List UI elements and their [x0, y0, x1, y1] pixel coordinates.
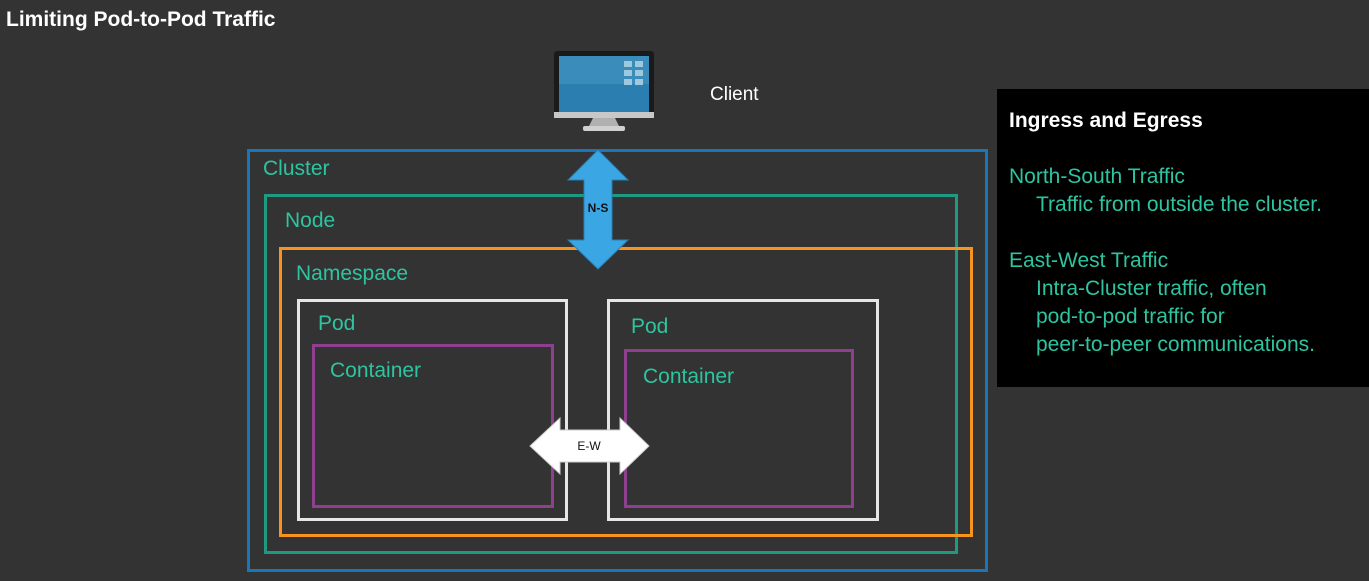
cluster-label: Cluster	[263, 157, 330, 180]
east-west-description-line: pod-to-pod traffic for	[1036, 305, 1225, 328]
north-south-arrow	[566, 149, 630, 270]
east-west-arrow	[529, 416, 650, 476]
east-west-heading: East-West Traffic	[1009, 249, 1169, 272]
container-label: Container	[330, 359, 422, 382]
namespace-label: Namespace	[296, 262, 409, 285]
east-west-description-line: Intra-Cluster traffic, often	[1036, 277, 1267, 300]
cluster-box	[247, 149, 988, 572]
node-label: Node	[285, 209, 336, 232]
north-south-heading: North-South Traffic	[1009, 165, 1185, 188]
ingress-egress-panel: Ingress and Egress North-South Traffic T…	[997, 89, 1369, 387]
computer-monitor-icon	[554, 51, 654, 131]
client-label: Client	[710, 84, 759, 105]
pod-box	[297, 299, 568, 521]
container-label: Container	[643, 365, 735, 388]
pod-box	[607, 299, 879, 521]
north-south-description: Traffic from outside the cluster.	[1036, 193, 1322, 216]
east-west-description-line: peer-to-peer communications.	[1036, 333, 1315, 356]
north-south-arrow-label: N-S	[588, 201, 609, 215]
panel-title: Ingress and Egress	[1009, 109, 1203, 132]
page-title: Limiting Pod-to-Pod Traffic	[6, 8, 276, 31]
pod-label: Pod	[318, 312, 356, 335]
namespace-box	[279, 247, 973, 537]
east-west-arrow-label: E-W	[577, 439, 601, 453]
pod-label: Pod	[631, 315, 669, 338]
